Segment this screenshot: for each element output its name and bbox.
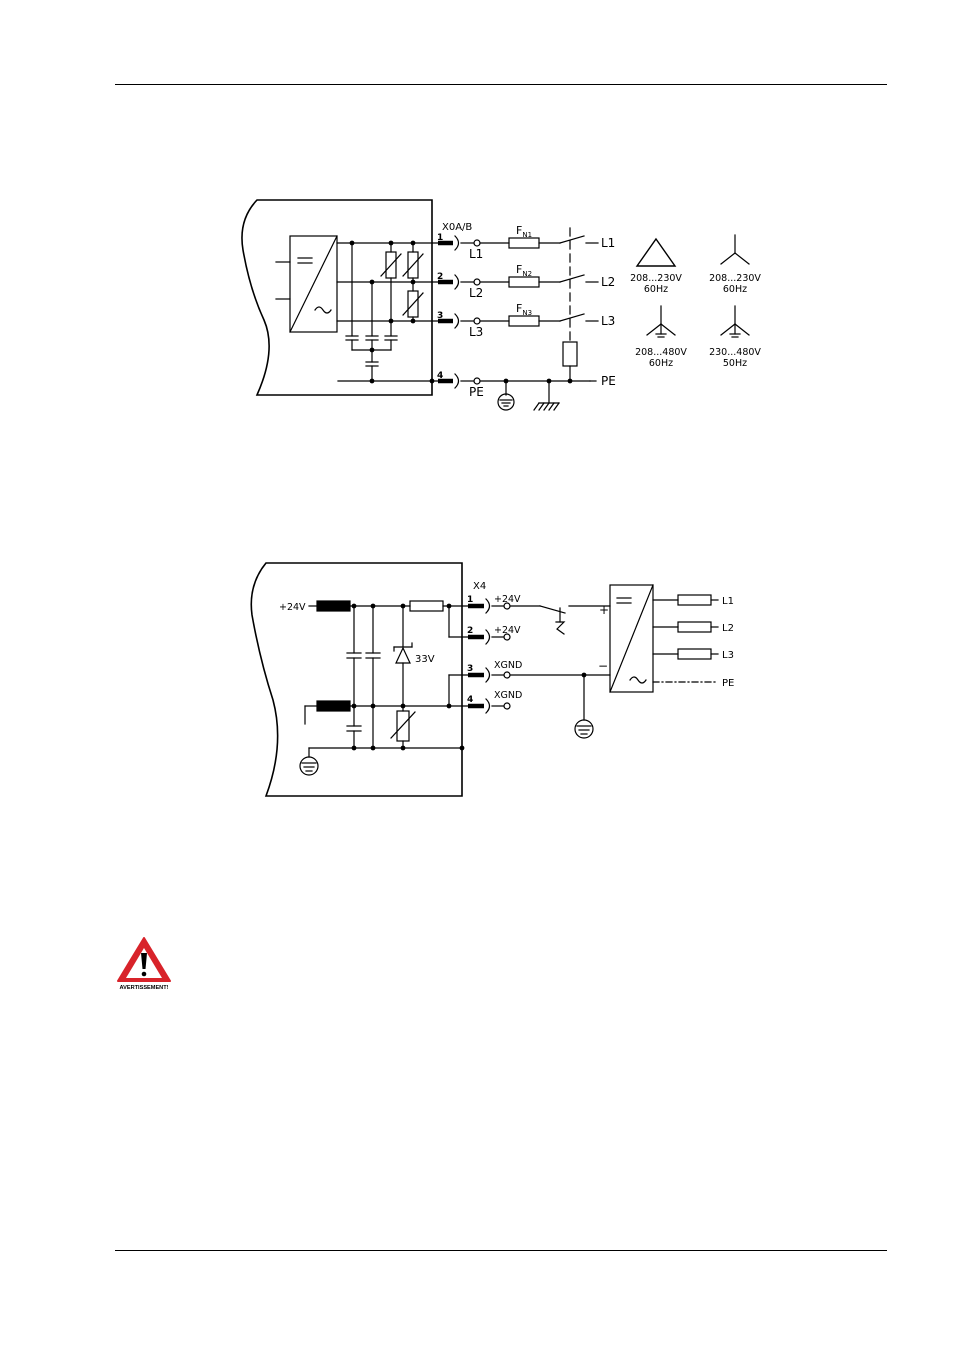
psu-plus-sign: + — [599, 603, 609, 617]
network-voltage: 230...480V — [709, 347, 761, 358]
header-rule — [115, 84, 887, 85]
pin-label: 4 — [467, 695, 473, 705]
pin-label: 4 — [437, 371, 443, 381]
terminal-label: +24V — [494, 594, 521, 605]
plug-arcs — [454, 235, 460, 389]
footer-rule — [115, 1250, 887, 1251]
terminal-label: PE — [469, 385, 484, 399]
input-choke-1 — [316, 600, 351, 612]
protective-earth-icon-2 — [299, 756, 319, 776]
internal-fuse — [409, 600, 444, 612]
psu-minus-sign: − — [598, 659, 608, 673]
psu-line-label: L3 — [722, 650, 734, 661]
input-voltage-label: +24V — [279, 602, 306, 613]
terminal-label: XGND — [494, 690, 522, 701]
external-switch — [539, 605, 611, 635]
terminal-label: +24V — [494, 625, 521, 636]
fuses — [508, 237, 561, 327]
pin-label: 1 — [467, 595, 473, 605]
external-psu-block — [609, 584, 719, 693]
terminal-wires-2 — [491, 602, 611, 710]
connector-pins-2 — [468, 603, 484, 709]
mains-connection-diagram: X0A/B 1 2 3 4 L1 L2 L3 PE FN1 FN2 FN3 L1… — [241, 199, 761, 411]
varistor-2 — [390, 705, 416, 749]
line-label: L2 — [601, 275, 615, 289]
drive-housing-outline-2 — [250, 562, 463, 797]
psu-line-label: PE — [722, 678, 734, 689]
network-frequency: 60Hz — [644, 284, 668, 295]
line-label: PE — [601, 374, 616, 388]
chassis-ground-icon — [533, 380, 560, 411]
wye-network-icon — [720, 234, 750, 265]
connector-label-2: X4 — [473, 581, 486, 592]
network-voltage: 208...480V — [635, 347, 687, 358]
protective-earth-icon-3 — [574, 674, 594, 739]
junction-dots-2 — [351, 603, 465, 751]
connector-pins — [438, 240, 453, 384]
aux-24v-diagram: X4 1 2 3 4 +24V +24V XGND XGND +24V 33V … — [250, 562, 734, 797]
pin-label: 3 — [467, 664, 473, 674]
terminal-label: L3 — [469, 325, 483, 339]
zener-diode-icon — [393, 605, 413, 707]
protective-earth-icon — [497, 380, 515, 411]
input-choke-2 — [316, 700, 351, 712]
pin-label: 2 — [437, 272, 443, 282]
network-voltage: 208...230V — [709, 273, 761, 284]
main-switch — [559, 227, 599, 382]
fuse-label: FN1 — [516, 224, 532, 239]
terminal-label: L1 — [469, 247, 483, 261]
network-frequency: 60Hz — [649, 358, 673, 369]
junction-dots — [349, 240, 435, 384]
delta-network-icon — [635, 237, 677, 267]
capacitor-network-2 — [346, 605, 381, 749]
network-frequency: 50Hz — [723, 358, 747, 369]
capacitor-network — [345, 242, 398, 382]
psu-line-label: L1 — [722, 596, 734, 607]
plug-arcs-2 — [485, 598, 491, 714]
varistor-network — [380, 242, 424, 322]
warning-icon: AVERTISSEMENT! — [117, 937, 171, 991]
rectifier-block — [275, 235, 338, 333]
line-label: L1 — [601, 236, 615, 250]
terminal-label: XGND — [494, 660, 522, 671]
network-voltage: 208...230V — [630, 273, 682, 284]
pin-label: 1 — [437, 233, 443, 243]
wye-grounded-network-icon — [646, 305, 676, 338]
connector-label: X0A/B — [442, 222, 472, 233]
psu-line-label: L2 — [722, 623, 734, 634]
pin-label: 3 — [437, 311, 443, 321]
pin-label: 2 — [467, 626, 473, 636]
zener-voltage-label: 33V — [415, 654, 435, 665]
drive-housing-outline — [241, 199, 433, 396]
fuse-label: FN2 — [516, 263, 532, 278]
fuse-label: FN3 — [516, 302, 532, 317]
line-label: L3 — [601, 314, 615, 328]
terminal-label: L2 — [469, 286, 483, 300]
warning-label: AVERTISSEMENT! — [120, 985, 169, 991]
network-frequency: 60Hz — [723, 284, 747, 295]
wye-grounded-network-icon-2 — [720, 305, 750, 338]
